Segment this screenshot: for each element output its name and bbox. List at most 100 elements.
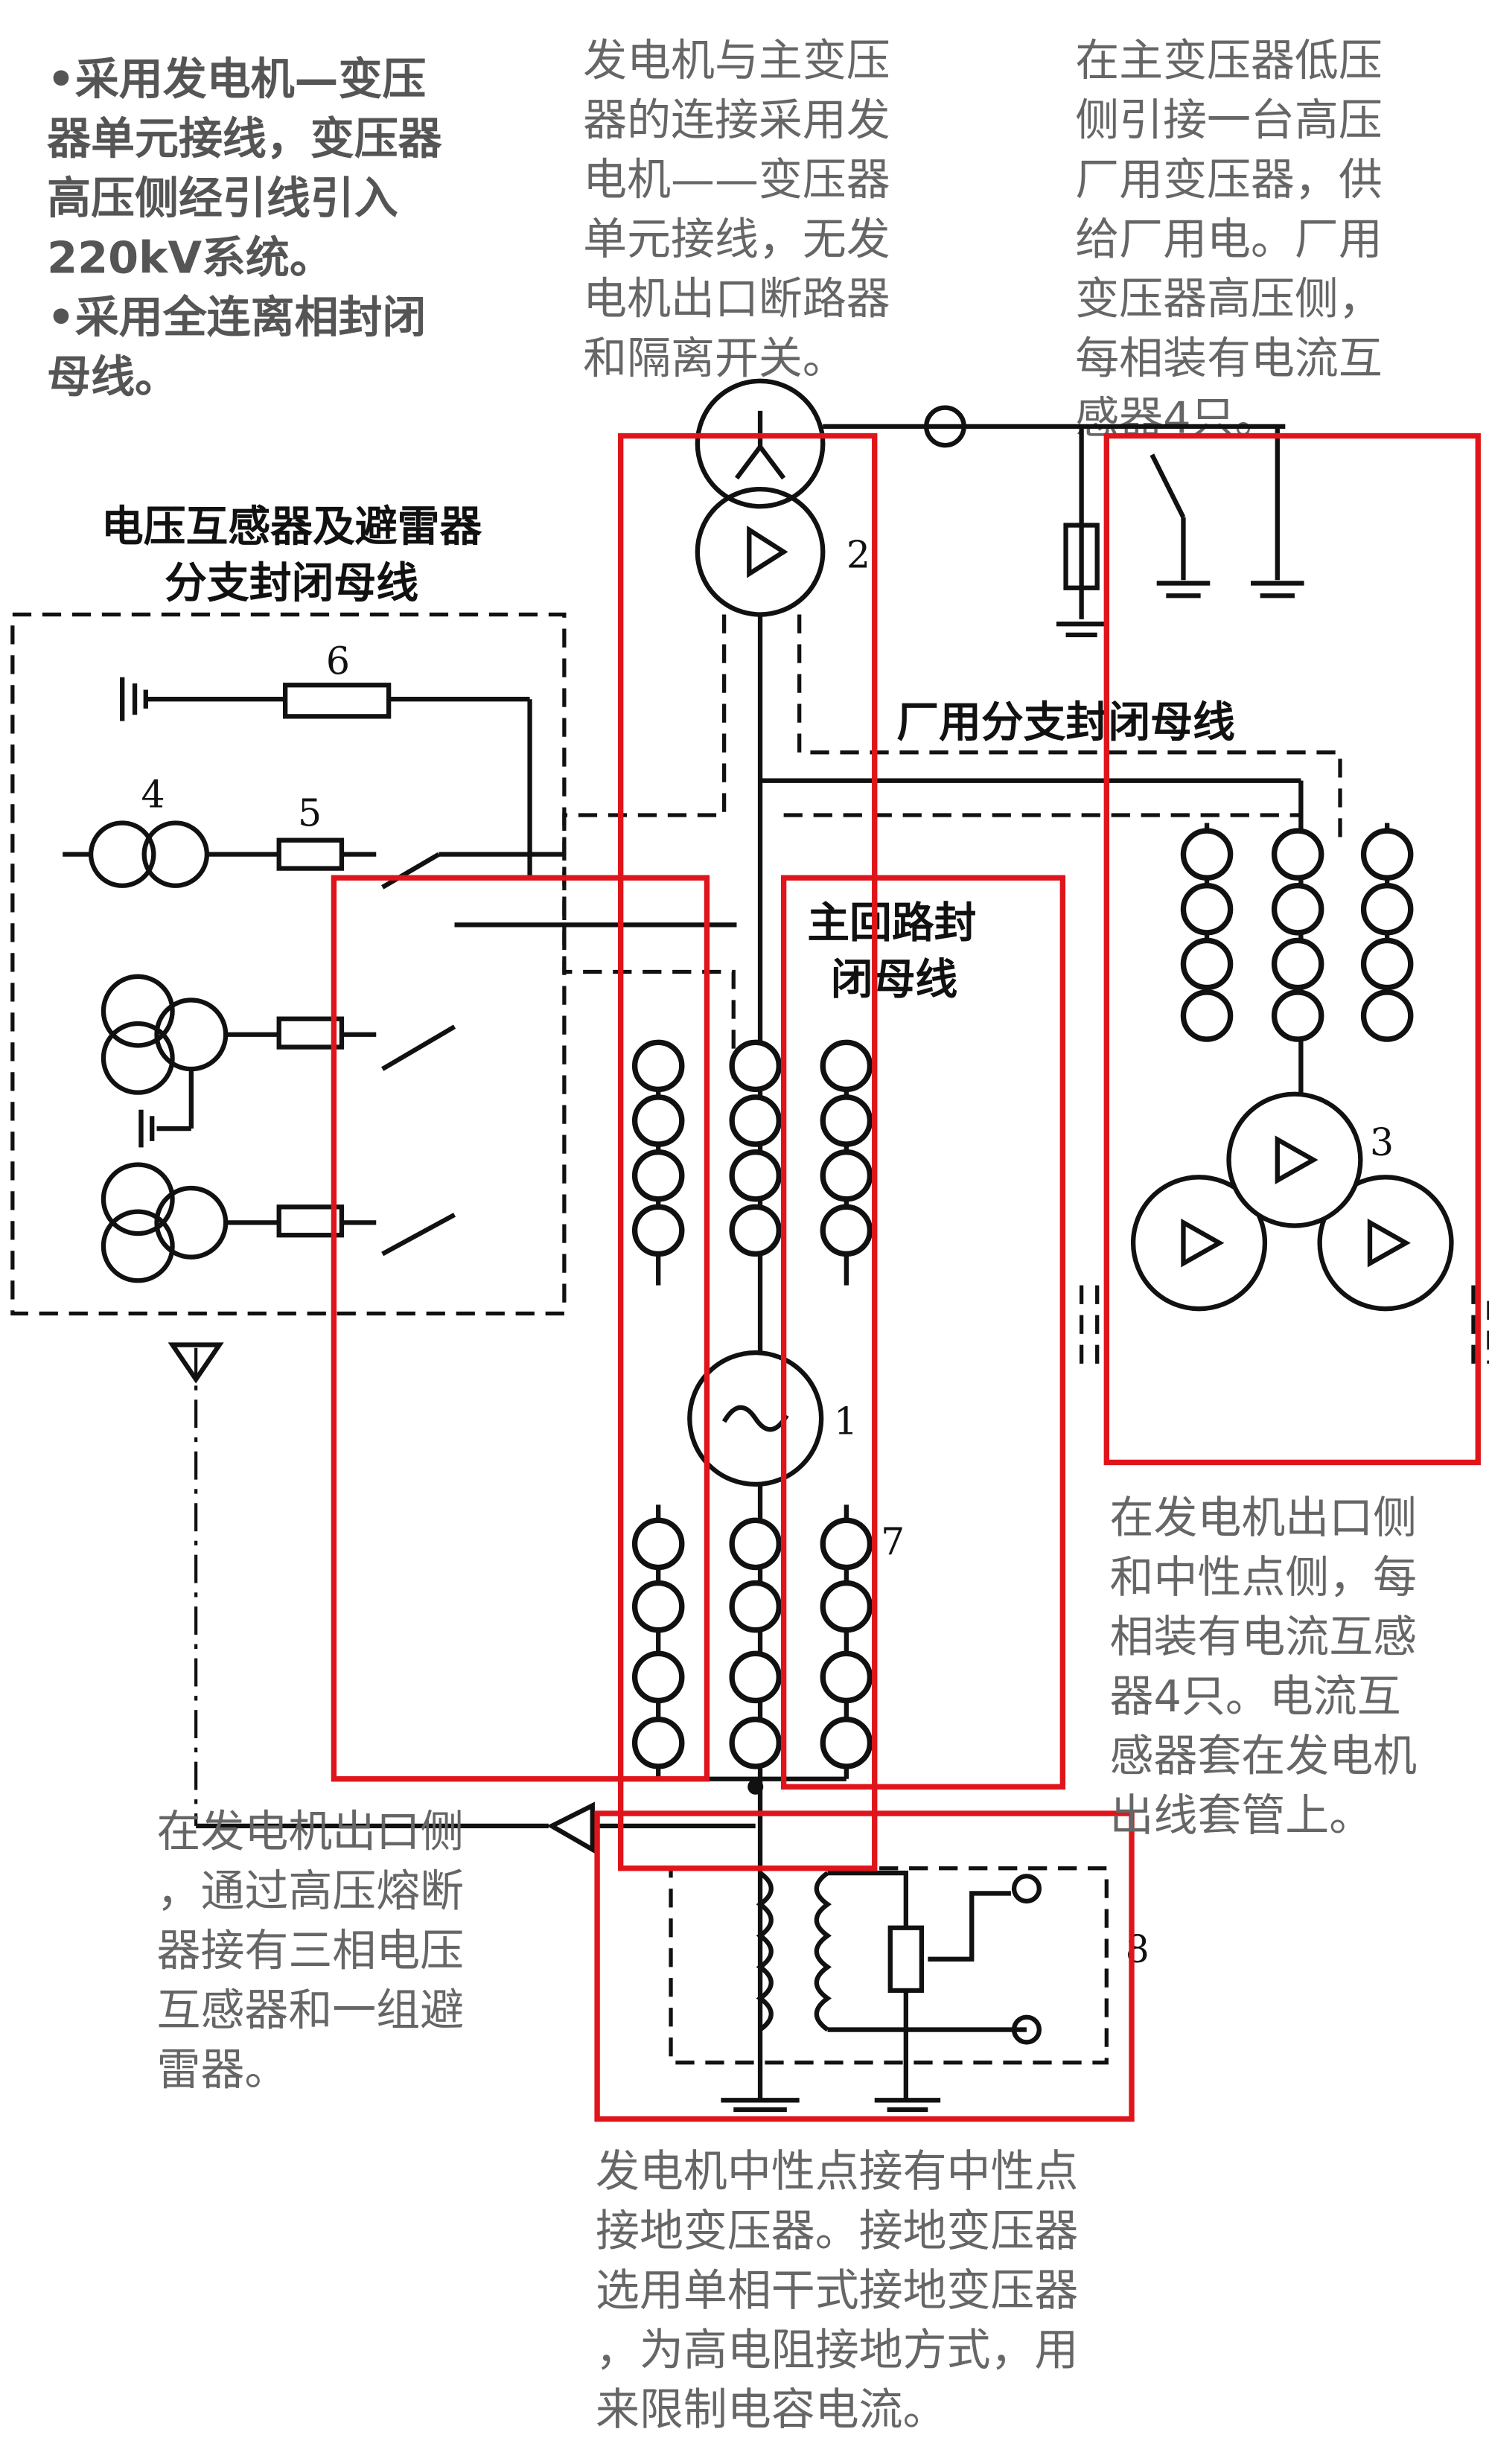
note-line: 电机出口断路器 <box>583 272 890 324</box>
neutral-grounding-transformer-8: 8 <box>669 1866 1150 2113</box>
aux-enclosure-outline <box>797 614 1342 839</box>
current-transformer-ring <box>820 1149 873 1202</box>
label-1: 1 <box>834 1399 858 1443</box>
note-top-left: •采用发电机—变压 器单元接线，变压器 高压侧经引线引入 220kV系统。 •采… <box>47 54 443 403</box>
note-line: 厂用变压器，供 <box>1075 153 1383 205</box>
note-line: 互感器和一组避 <box>157 1984 465 2035</box>
current-transformer-ring <box>729 1094 782 1147</box>
note-line: 相装有电流互感 <box>1110 1611 1418 1662</box>
current-transformer-ring <box>1180 828 1234 881</box>
note-line: 和隔离开关。 <box>583 332 846 383</box>
note-top-right: 在主变压器低压 侧引接一台高压 厂用变压器，供 给厂用电。厂用 变压器高压侧， … <box>1075 34 1383 443</box>
label-5: 5 <box>298 791 322 835</box>
note-line: 侧引接一台高压 <box>1075 94 1383 145</box>
current-transformer-ring <box>729 1580 782 1633</box>
label-6: 6 <box>326 639 350 683</box>
current-transformer-ring <box>1360 883 1414 936</box>
note-line: 电机——变压器 <box>583 153 890 205</box>
current-transformer-ring <box>729 1717 782 1769</box>
note-line: •采用发电机—变压 <box>47 54 426 105</box>
note-line: 器的连接采用发 <box>583 94 890 145</box>
ct-small <box>924 405 966 448</box>
note-line: 和中性点侧，每 <box>1110 1551 1418 1603</box>
note-line: ，为高电阻接地方式，用 <box>596 2324 1078 2375</box>
highlight-grounding-transformer <box>594 1810 1135 2122</box>
current-transformer-ring <box>820 1517 873 1571</box>
note-line: 每相装有电流互 <box>1075 332 1383 383</box>
voltage-transformer-a <box>101 974 456 1148</box>
current-transformer-ring <box>820 1580 873 1633</box>
current-transformer-ring <box>1360 828 1414 881</box>
current-transformer-ring <box>631 1039 685 1093</box>
note-bottom: 发电机中性点接有中性点 接地变压器。接地变压器 选用单相干式接地变压器 ，为高电… <box>596 2145 1078 2435</box>
label-4: 4 <box>141 772 165 816</box>
note-line: 在发电机出口侧 <box>157 1805 465 1857</box>
surge-arrester: 6 <box>120 639 532 878</box>
note-bottom-left: 在发电机出口侧 ，通过高压熔断 器接有三相电压 互感器和一组避 雷器。 <box>157 1805 465 2095</box>
label-3: 3 <box>1370 1120 1394 1164</box>
current-transformer-ring <box>1271 937 1324 991</box>
current-transformer-ring <box>1180 989 1234 1042</box>
main-bus-label: 闭母线 <box>831 955 957 1004</box>
current-transformer-ring <box>1271 989 1324 1042</box>
current-transformer-ring <box>729 1650 782 1704</box>
current-transformer-ring <box>1360 937 1414 991</box>
current-transformer-ring <box>820 1094 873 1147</box>
current-transformer-ring <box>820 1717 873 1769</box>
highlight-main-transformer <box>617 433 878 1871</box>
voltage-transformer-b <box>101 1162 456 1283</box>
note-line: 雷器。 <box>157 2043 289 2095</box>
note-line: 变压器高压侧， <box>1075 272 1383 324</box>
note-middle-right: 在发电机出口侧 和中性点侧，每 相装有电流互感 器4只。电流互 感器套在发电机 … <box>1110 1492 1418 1841</box>
note-line: 器单元接线，变压器 <box>47 113 443 165</box>
note-line: 单元接线，无发 <box>583 213 890 264</box>
note-line: 器4只。电流互 <box>1110 1670 1401 1722</box>
note-line: 高压侧经引线引入 <box>47 173 398 224</box>
note-line: 在发电机出口侧 <box>1110 1492 1418 1543</box>
label-2: 2 <box>846 532 870 576</box>
current-transformer-ring <box>1180 883 1234 936</box>
current-transformer-ring <box>631 1717 685 1769</box>
main-transformer-2: 2 <box>695 378 870 617</box>
pt-branch-label: 分支封闭母线 <box>165 558 418 607</box>
highlight-aux-transformer <box>1103 433 1481 1466</box>
note-line: 母线。 <box>47 351 179 403</box>
current-transformer-ring <box>1180 937 1234 991</box>
highlight-left-ct <box>331 875 710 1782</box>
note-line: 发电机中性点接有中性点 <box>596 2145 1078 2197</box>
note-top-middle: 发电机与主变压 器的连接采用发 电机——变压器 单元接线，无发 电机出口断路器 … <box>583 34 890 383</box>
terminal-triangle-icon <box>168 1342 224 1384</box>
current-transformers <box>631 828 1414 1769</box>
note-line: ，通过高压熔断 <box>157 1865 465 1916</box>
terminal-triangle-icon <box>546 1801 595 1854</box>
current-transformer-ring <box>1271 828 1324 881</box>
note-line: 感器套在发电机 <box>1110 1730 1418 1781</box>
grounding-switch-group <box>1056 426 1304 638</box>
current-transformer-ring <box>631 1204 685 1257</box>
enclosure-outline <box>562 614 736 1082</box>
note-line: 器接有三相电压 <box>157 1924 465 1976</box>
current-transformer-ring <box>631 1580 685 1633</box>
current-transformer-ring <box>1360 989 1414 1042</box>
current-transformer-ring <box>729 1517 782 1571</box>
current-transformer-ring <box>1271 883 1324 936</box>
main-bus-label: 主回路封 <box>807 899 976 948</box>
pt-branch-label: 电压互感器及避雷器 <box>101 502 483 552</box>
current-transformer-ring <box>729 1039 782 1093</box>
label-7: 7 <box>881 1520 905 1564</box>
highlight-right-ct <box>780 875 1066 1790</box>
aux-transformer-3: 3 <box>1080 1091 1489 1364</box>
note-line: 在主变压器低压 <box>1075 34 1383 86</box>
note-line: •采用全连离相封闭 <box>47 292 426 343</box>
current-transformer-ring <box>820 1039 873 1093</box>
generator-1: 1 7 <box>687 1350 905 1564</box>
note-line: 出线套管上。 <box>1110 1790 1374 1841</box>
current-transformer-ring <box>820 1204 873 1257</box>
note-line: 选用单相干式接地变压器 <box>596 2264 1078 2316</box>
current-transformer-ring <box>631 1149 685 1202</box>
voltage-transformer-4: 4 5 <box>63 772 564 890</box>
note-line: 220kV系统。 <box>47 232 334 284</box>
current-transformer-ring <box>631 1094 685 1147</box>
